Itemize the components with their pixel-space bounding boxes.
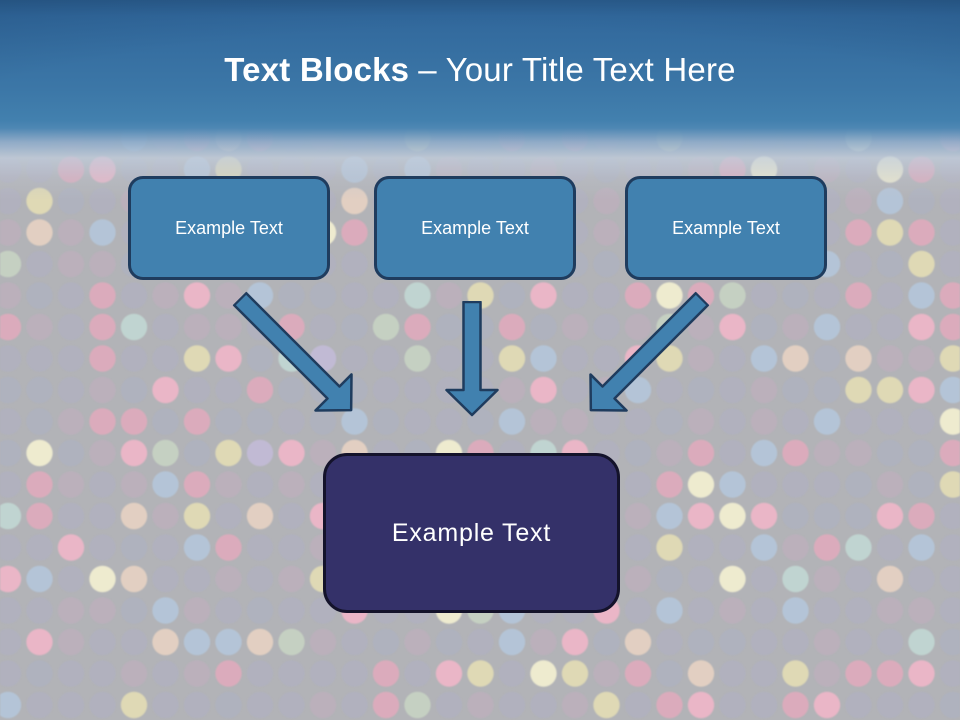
arrow-down-left-icon[interactable]: [570, 279, 721, 430]
slide-title[interactable]: Text Blocks– Your Title Text Here: [0, 50, 960, 90]
text-block-3-label: Example Text: [672, 217, 780, 238]
arrow-down-icon[interactable]: [445, 301, 499, 417]
text-block-1[interactable]: Example Text: [128, 176, 330, 280]
arrow-down-right-icon[interactable]: [220, 279, 371, 430]
target-text-block-label: Example Text: [391, 518, 552, 547]
text-block-2[interactable]: Example Text: [374, 176, 576, 280]
target-text-block[interactable]: Example Text: [323, 453, 620, 613]
title-emphasis: Text Blocks: [224, 51, 410, 88]
text-block-2-label: Example Text: [421, 217, 529, 238]
title-rest: – Your Title Text Here: [418, 51, 736, 88]
text-block-3[interactable]: Example Text: [625, 176, 827, 280]
text-block-1-label: Example Text: [175, 217, 283, 238]
